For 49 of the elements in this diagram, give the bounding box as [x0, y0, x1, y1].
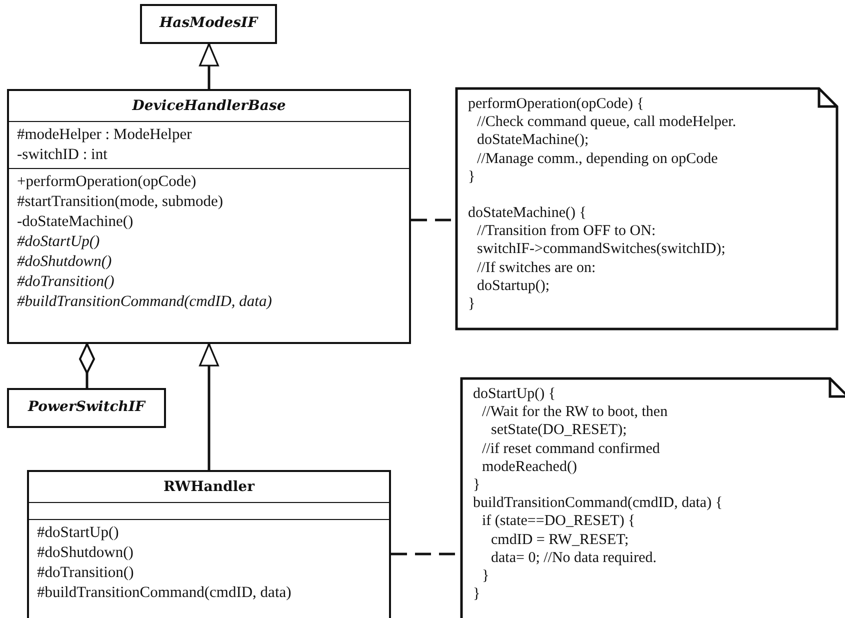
note-box [455, 87, 839, 331]
class-name: RWHandler [162, 478, 256, 497]
class-member: -switchID : int [17, 145, 108, 165]
class-member: #buildTransitionCommand(cmdID, data) [17, 292, 272, 312]
class-member: #doTransition() [17, 272, 114, 292]
class-member: #doShutdown() [17, 252, 112, 272]
class-member: #doTransition() [37, 563, 134, 583]
code-line: buildTransitionCommand(cmdID, data) { [472, 494, 723, 512]
class-member: #doStartUp() [37, 523, 119, 543]
code-line: //If switches are on: [476, 258, 596, 277]
code-line: //if reset command confirmed [481, 440, 660, 458]
code-line: //Check command queue, call modeHelper. [476, 113, 736, 132]
class-box [140, 4, 277, 44]
code-line: doStartUp() { [472, 385, 556, 404]
class-name: DeviceHandlerBase [131, 97, 287, 116]
class-box [7, 89, 411, 344]
class-box [27, 470, 391, 618]
code-line: setState(DO_RESET); [490, 421, 627, 440]
inheritance-arrow [199, 43, 219, 89]
code-line: //Transition from OFF to ON: [476, 222, 656, 240]
code-line: modeReached() [481, 458, 577, 476]
class-member: #modeHelper : ModeHelper [17, 125, 192, 145]
class-member: +performOperation(opCode) [17, 172, 196, 192]
class-name: HasModesIF [158, 14, 260, 33]
code-line: doStartup(); [476, 276, 550, 296]
class-member: #buildTransitionCommand(cmdID, data) [37, 583, 292, 603]
code-line: switchIF->commandSwitches(switchID); [476, 240, 726, 259]
code-line: } [472, 476, 480, 494]
class-box [7, 388, 166, 428]
code-line: } [472, 585, 480, 604]
code-line: //Manage comm., depending on opCode [476, 150, 718, 168]
class-member: -doStateMachine() [17, 212, 134, 232]
code-line: } [467, 168, 476, 186]
code-line: doStateMachine(); [476, 131, 589, 150]
code-line: } [467, 295, 476, 314]
code-line: //Wait for the RW to boot, then [481, 403, 668, 422]
class-name: PowerSwitchIF [26, 398, 147, 417]
note-box [460, 377, 845, 618]
code-line: cmdID = RW_RESET; [490, 530, 629, 549]
code-line: data= 0; //No data required. [490, 548, 656, 568]
code-line: doStateMachine() { [467, 204, 586, 222]
code-line: if (state==DO_RESET) { [481, 512, 636, 531]
class-member: #startTransition(mode, submode) [17, 192, 224, 212]
class-member: #doShutdown() [37, 543, 134, 563]
aggregation-line [79, 343, 95, 388]
code-line: performOperation(opCode) { [467, 95, 644, 114]
code-line: } [481, 567, 490, 586]
class-member: #doStartUp() [17, 232, 100, 252]
inheritance-arrow [199, 343, 219, 470]
